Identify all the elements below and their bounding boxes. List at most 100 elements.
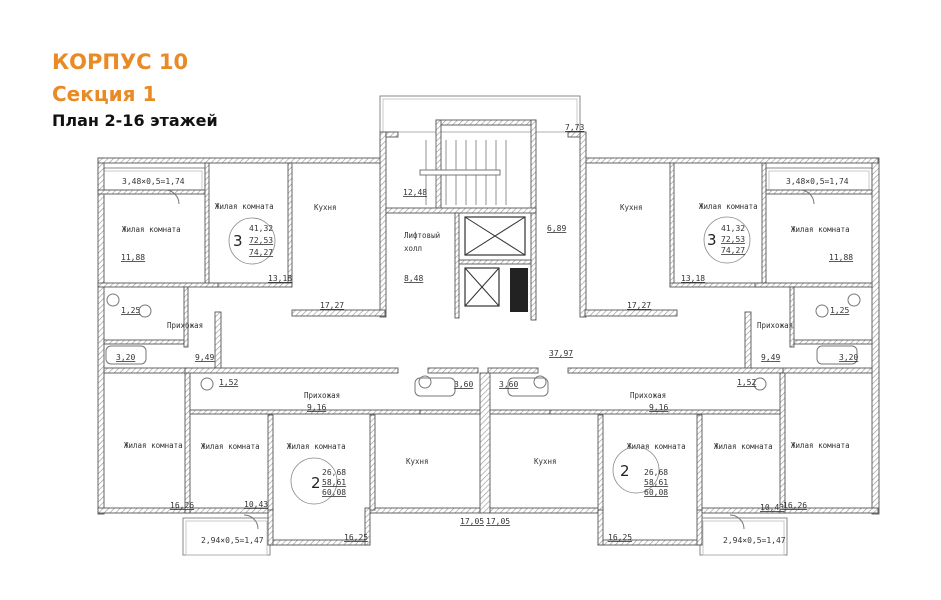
- apartment-1-right[interactable]: Жилая комната 16,26: [783, 441, 850, 510]
- apartment-3-right[interactable]: 3,48×0,5=1,74 Жилая комната 11,88 Жилая …: [620, 177, 858, 362]
- wall: [479, 372, 491, 514]
- total-area-balcony: 74,27: [721, 246, 745, 255]
- wall: [489, 409, 551, 415]
- bath-area: 3,20: [116, 353, 135, 362]
- wall: [597, 507, 604, 546]
- balcony-area: 3,48×0,5=1,74: [122, 177, 185, 186]
- corridor-area: 37,97: [549, 349, 573, 358]
- wall: [103, 367, 190, 374]
- bathtub: [414, 377, 456, 397]
- wall: [567, 367, 784, 374]
- living-area: 26,68: [644, 468, 668, 477]
- bedroom-label: Жилая комната: [287, 442, 346, 451]
- kitchen-label: Кухня: [406, 457, 429, 466]
- toilet: [847, 293, 861, 307]
- wall: [584, 157, 879, 164]
- toilet: [533, 375, 547, 389]
- wall: [189, 409, 421, 415]
- wall: [567, 131, 581, 138]
- wall: [369, 507, 481, 514]
- apartment-3-left[interactable]: 3,48×0,5=1,74 Жилая комната 11,88 Жилая …: [116, 177, 344, 362]
- bedroom-label: Жилая комната: [201, 442, 260, 451]
- lift-hall-area: 8,48: [404, 274, 423, 283]
- wall: [419, 409, 481, 415]
- living-area: 26,68: [322, 468, 346, 477]
- bathtub: [507, 377, 549, 397]
- door-swing: [799, 189, 815, 205]
- balcony-frame-inner: [185, 520, 268, 556]
- total-area-balcony: 74,27: [249, 248, 273, 257]
- kitchen-area: 17,05: [486, 517, 510, 526]
- balcony-area: 2,94×0,5=1,47: [723, 536, 786, 545]
- living-area: 41,32: [721, 224, 745, 233]
- wc-area: 1,52: [737, 378, 756, 387]
- wall: [385, 207, 537, 214]
- hall-label: Прихожая: [757, 321, 793, 330]
- bedroom-area: 16,25: [344, 533, 368, 542]
- wall: [669, 282, 767, 288]
- wall: [487, 367, 539, 374]
- elevator-shaft: [464, 267, 500, 307]
- bath-area: 3,20: [839, 353, 858, 362]
- wall: [871, 157, 880, 515]
- balcony-area: 2,94×0,5=1,47: [201, 536, 264, 545]
- lift-hall-label-2: холл: [404, 244, 422, 253]
- total-area-balcony: 60,08: [644, 488, 668, 497]
- door-swing: [729, 514, 745, 530]
- wall: [789, 286, 795, 348]
- area-circle: [612, 446, 660, 494]
- bedroom-area: 11,88: [829, 253, 853, 262]
- wall: [754, 282, 873, 288]
- hall-area: 9,49: [761, 353, 780, 362]
- bedroom-label: Жилая комната: [699, 202, 758, 211]
- kitchen-area: 17,27: [627, 301, 651, 310]
- walls: [97, 119, 880, 546]
- hall-label: Прихожая: [630, 391, 666, 400]
- wall: [435, 119, 442, 214]
- bedroom-label: Жилая комната: [791, 225, 850, 234]
- wall: [579, 131, 587, 318]
- room-count: 3: [233, 232, 243, 250]
- bedroom-area: 13,18: [268, 274, 292, 283]
- kitchen-label: Кухня: [534, 457, 557, 466]
- toilet: [418, 375, 432, 389]
- wall: [267, 507, 274, 546]
- wc-area: 1,52: [219, 378, 238, 387]
- wall: [669, 162, 675, 286]
- wall: [287, 162, 293, 286]
- wall: [782, 367, 873, 374]
- stair-landing: [419, 169, 501, 176]
- bedroom-label: Жилая комната: [714, 442, 773, 451]
- toilet: [815, 304, 829, 318]
- apartment-2-right[interactable]: 2,94×0,5=1,47 Жилая комната 10,43 Жилая …: [486, 378, 786, 545]
- bedroom-area: 11,88: [121, 253, 145, 262]
- toilet: [200, 377, 214, 391]
- apartment-2-left[interactable]: 2,94×0,5=1,47 Жилая комната 10,43 Жилая …: [201, 378, 484, 545]
- wall: [183, 286, 189, 348]
- wall: [761, 162, 767, 286]
- wall: [184, 367, 399, 374]
- wall: [103, 339, 185, 345]
- building-title: КОРПУС 10: [52, 50, 189, 74]
- bedroom-label: Жилая комната: [122, 225, 181, 234]
- room-label: Жилая комната: [124, 441, 183, 450]
- hall-area: 9,16: [649, 403, 668, 412]
- wall: [584, 309, 678, 317]
- total-area: 58,61: [644, 478, 668, 487]
- wall: [597, 414, 604, 511]
- balcony-frame: [379, 95, 581, 133]
- wall: [435, 119, 537, 126]
- apartment-1-left[interactable]: Жилая комната 16,26: [124, 441, 194, 510]
- wall: [454, 212, 460, 319]
- stair-area: 12,48: [403, 188, 427, 197]
- wall: [779, 372, 786, 514]
- kitchen-area: 17,27: [320, 301, 344, 310]
- wall: [267, 414, 274, 511]
- wall: [744, 311, 752, 373]
- bathtub: [105, 345, 147, 365]
- bedroom-area: 16,25: [608, 533, 632, 542]
- toilet: [138, 304, 152, 318]
- wall: [97, 282, 219, 288]
- total-area: 72,53: [721, 235, 745, 244]
